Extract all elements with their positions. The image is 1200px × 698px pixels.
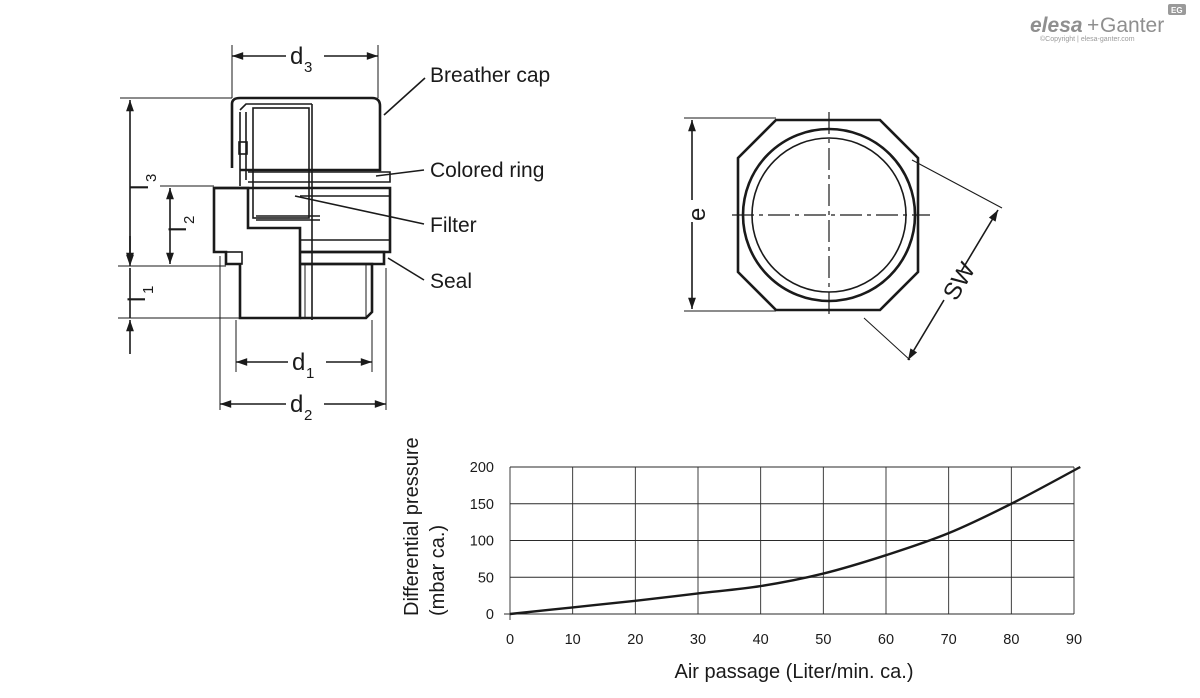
breather-cap-label: Breather cap (430, 64, 550, 87)
chart-y-axis-label-line1: Differential pressure (401, 437, 423, 616)
hex-view: e SW (680, 112, 1003, 361)
brand-name-join: + (1087, 14, 1099, 37)
brand-badge-text: EG (1171, 6, 1183, 15)
chart-y-tick-label: 150 (470, 497, 494, 513)
svg-text:2: 2 (304, 407, 312, 424)
brand-name-secondary: Ganter (1100, 14, 1164, 37)
chart-x-tick-label: 0 (506, 632, 514, 648)
colored-ring-outline (248, 171, 391, 183)
chart-x-tick-label: 30 (690, 632, 706, 648)
colored-ring-leader (375, 169, 425, 177)
seal-leader (387, 257, 425, 281)
chart-grid (504, 466, 1075, 620)
chart-y-tick-label: 200 (470, 460, 494, 476)
section-view: l 3 l 2 l 1 d 3 d 1 (118, 40, 550, 424)
chart-x-tick-label: 70 (941, 632, 957, 648)
svg-text:l: l (165, 227, 192, 232)
chart-x-tick-label: 80 (1003, 632, 1019, 648)
seal-section (225, 251, 243, 265)
seal-label: Seal (430, 270, 472, 293)
filter-section (252, 107, 310, 219)
svg-text:d: d (292, 349, 305, 376)
e-label: e (684, 208, 711, 221)
chart-x-tick-label: 60 (878, 632, 894, 648)
brand-name-primary: elesa (1030, 14, 1083, 37)
hex-outline (736, 118, 920, 312)
d2-label: d 2 (290, 391, 312, 424)
svg-text:1: 1 (306, 365, 314, 382)
breather-cap-outline (230, 96, 382, 172)
pressure-chart: 0 10 20 30 40 50 60 70 80 90 0 50 100 150 200 Air pas… (401, 437, 1082, 683)
l3-label: l 3 (127, 174, 160, 190)
chart-x-tick-label: 40 (753, 632, 769, 648)
filter-leader (294, 195, 425, 225)
chart-y-tick-label: 50 (478, 570, 494, 586)
chart-x-axis-label: Air passage (Liter/min. ca.) (675, 661, 914, 683)
svg-text:2: 2 (181, 216, 198, 224)
chart-x-tick-labels: 0 10 20 30 40 50 60 70 80 90 (506, 632, 1082, 648)
svg-text:l: l (124, 297, 151, 302)
breather-cap-leader (383, 77, 426, 116)
chart-x-tick-label: 20 (627, 632, 643, 648)
svg-text:l: l (127, 185, 154, 190)
svg-text:1: 1 (140, 286, 157, 294)
colored-ring-label: Colored ring (430, 159, 544, 182)
l1-label: l 1 (124, 286, 157, 302)
thread-outline (300, 262, 374, 320)
chart-x-tick-label: 10 (565, 632, 581, 648)
svg-text:d: d (290, 43, 303, 70)
svg-text:3: 3 (304, 59, 312, 76)
brand-logo: elesa + Ganter EG ©Copyright | elesa-gan… (1030, 4, 1186, 43)
chart-x-tick-label: 90 (1066, 632, 1082, 648)
chart-y-tick-label: 0 (486, 607, 494, 623)
chart-y-tick-labels: 0 50 100 150 200 (470, 460, 494, 623)
d3-label: d 3 (290, 43, 312, 76)
brand-copyright: ©Copyright | elesa-ganter.com (1040, 35, 1135, 43)
brand-badge (1168, 4, 1186, 15)
chart-y-axis-label-line2: (mbar ca.) (427, 525, 449, 616)
chart-series-line (509, 465, 1081, 616)
svg-text:d: d (290, 391, 303, 418)
chart-x-tick-label: 50 (815, 632, 831, 648)
l2-label: l 2 (165, 216, 198, 232)
d1-label: d 1 (292, 349, 314, 382)
chart-y-tick-label: 100 (470, 534, 494, 550)
svg-text:3: 3 (143, 174, 160, 182)
filter-label: Filter (430, 214, 477, 237)
body-hatched-section (212, 186, 302, 320)
